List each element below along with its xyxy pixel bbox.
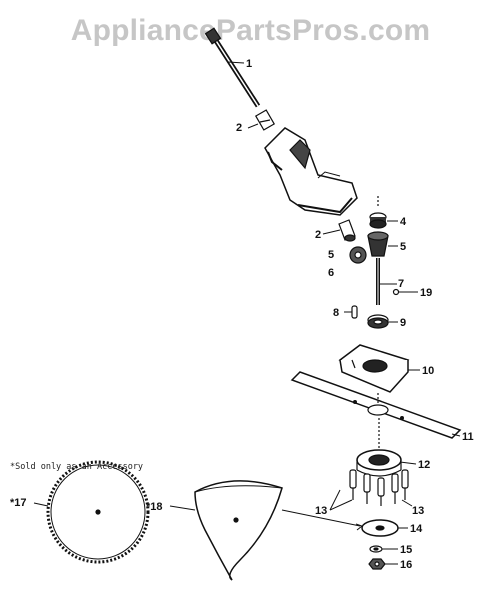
callout-6: 6 xyxy=(328,267,334,279)
callout-13-left: 13 xyxy=(315,505,327,517)
part-13-bolts xyxy=(349,469,409,506)
part-10-blade-holder xyxy=(338,344,410,393)
callout-2-upper: 2 xyxy=(236,122,242,134)
part-8-key xyxy=(351,305,358,319)
callout-10: 10 xyxy=(422,365,434,377)
callout-9: 9 xyxy=(400,317,406,329)
gear-housing xyxy=(264,127,358,216)
watermark-text: AppliancePartsPros.com xyxy=(70,14,431,47)
callout-labels: 1 2 2 4 5 5 6 7 19 8 9 10 11 12 13 13 14… xyxy=(10,58,474,571)
part-17-saw-blade xyxy=(46,460,150,564)
part-19-clip xyxy=(392,288,400,296)
callout-1: 1 xyxy=(246,58,252,70)
callout-12: 12 xyxy=(418,459,430,471)
callout-2-lower: 2 xyxy=(315,229,321,241)
accessory-note: *Sold only as an Accessory xyxy=(10,462,144,472)
callout-4: 4 xyxy=(400,216,407,228)
callout-15: 15 xyxy=(400,544,412,556)
part-14-plate xyxy=(361,519,399,537)
part-15-lock-washer xyxy=(369,545,383,553)
callout-8: 8 xyxy=(333,307,339,319)
part-2-bushing xyxy=(338,219,356,242)
callout-14: 14 xyxy=(410,523,423,535)
part-9-washer xyxy=(367,314,389,329)
part-5-gear-right xyxy=(367,231,389,257)
callout-7: 7 xyxy=(398,278,404,290)
part-12-hub xyxy=(356,418,402,477)
callout-19: 19 xyxy=(420,287,432,299)
part-4-bushing xyxy=(369,196,387,229)
callout-16: 16 xyxy=(400,559,412,571)
callout-5-left: 5 xyxy=(328,249,334,261)
part-5-gear-left xyxy=(349,246,367,264)
callout-17: *17 xyxy=(10,497,27,509)
callout-18: *18 xyxy=(146,501,163,513)
callout-5-right: 5 xyxy=(400,241,406,253)
part-16-nut xyxy=(368,558,386,570)
callout-11: 11 xyxy=(462,431,474,443)
leader-lines xyxy=(33,61,461,565)
part-1-shaft xyxy=(204,27,261,108)
part-2-coupler xyxy=(254,109,276,131)
part-18-guard xyxy=(194,480,283,581)
part-11-blade xyxy=(290,371,462,439)
callout-13-right: 13 xyxy=(412,505,424,517)
